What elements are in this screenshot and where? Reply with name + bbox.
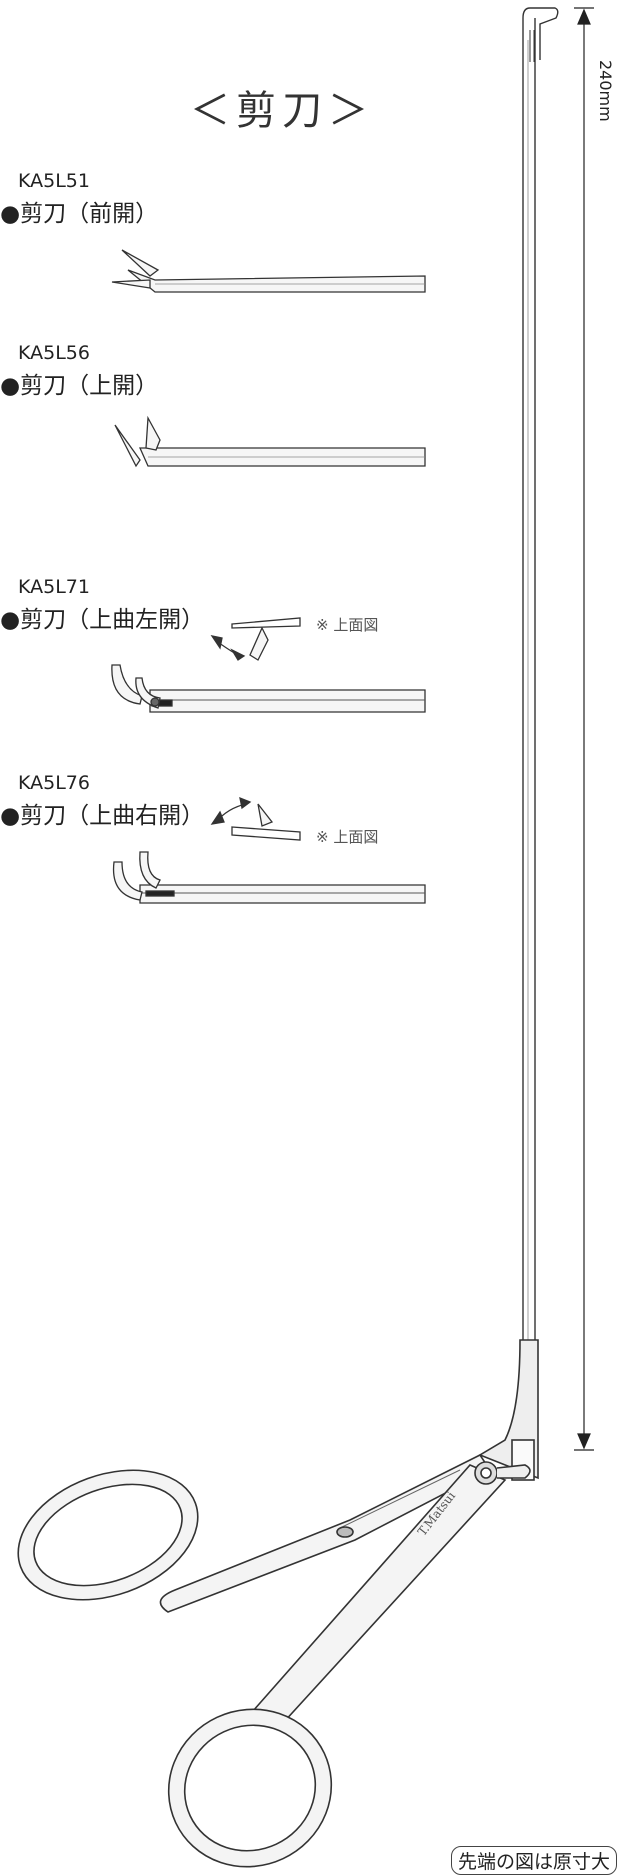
page-title: ＜剪刀＞ [190,88,374,134]
item-name: ●剪刀（上曲左開） [0,607,205,633]
top-view-note: ※ 上面図 [316,616,379,634]
item-code: KA5L71 [18,576,90,598]
item-name: ●剪刀（前開） [0,201,159,227]
footer-note: 先端の図は原寸大 [450,1846,617,1875]
item-name: ●剪刀（上開） [0,373,159,399]
instrument-handle [17,1339,539,1868]
item-code: KA5L76 [18,772,90,794]
tip-drawing-4 [112,796,426,904]
top-view-note: ※ 上面図 [316,828,379,846]
item-code: KA5L56 [18,342,90,364]
tip-drawing-2 [114,415,426,468]
item-name: ●剪刀（上曲右開） [0,803,205,829]
dimension-label: 240mm [596,60,615,122]
instrument-shaft [522,7,559,1390]
tip-drawing-3 [111,617,426,713]
item-code: KA5L51 [18,170,90,192]
dimension-line [574,7,594,1451]
tip-drawing-1 [111,249,426,293]
